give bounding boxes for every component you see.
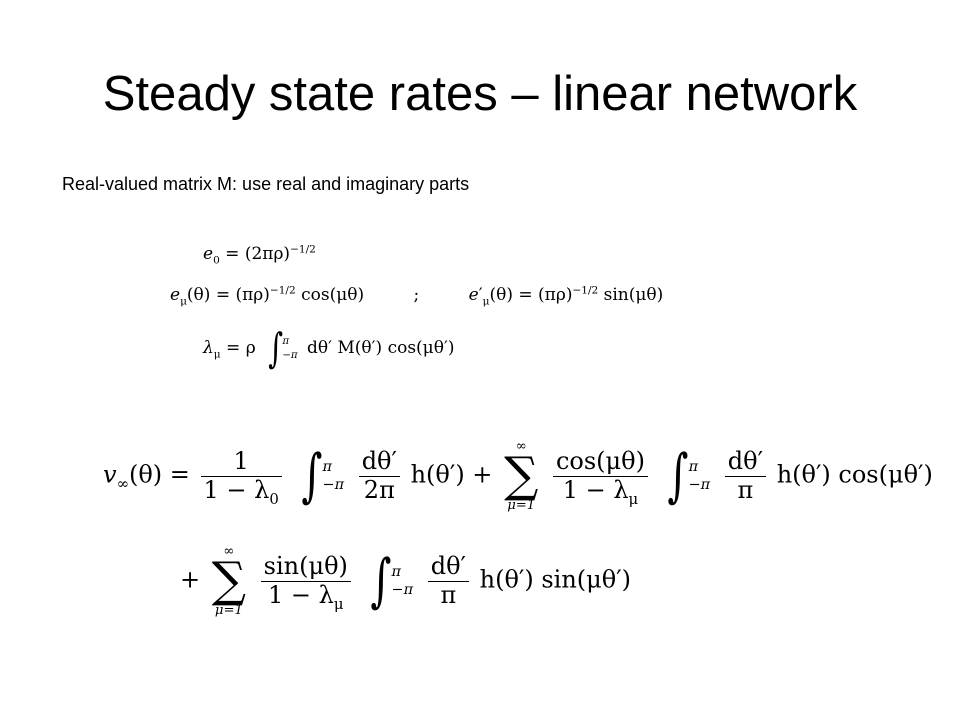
sum-symbol: ∑ xyxy=(504,447,539,504)
v1-frac3: cos(μθ)1 − λμ xyxy=(552,447,648,508)
v1-frac4-den: π xyxy=(737,475,754,504)
lambda-lhs-sub: μ xyxy=(213,348,221,361)
v1-frac1-den: 1 − λ xyxy=(203,475,270,504)
v2-sum: ∞∑μ=1 xyxy=(212,545,246,617)
v1-int2-upper: π xyxy=(688,458,699,475)
equation-v-line2: + ∞∑μ=1 sin(μθ)1 − λμ ∫π−π dθ′π h(θ′) si… xyxy=(180,545,631,617)
emu-separator: ; xyxy=(413,285,420,305)
v1-frac1-num: 1 xyxy=(200,447,282,477)
v2-frac1-num: sin(μθ) xyxy=(260,552,351,582)
v2-frac1-den-sub: μ xyxy=(333,594,344,613)
v1-frac3-num: cos(μθ) xyxy=(552,447,648,477)
emu-right-sub: μ xyxy=(482,295,490,308)
emu-right-prime: ′ xyxy=(478,285,483,305)
integral-symbol: ∫ xyxy=(370,547,392,615)
v1-int2-lower: −π xyxy=(688,477,711,494)
lambda-eq: = ρ xyxy=(226,337,256,358)
v1-frac4-num: dθ′ xyxy=(724,447,767,477)
v2-int-lower: −π xyxy=(391,582,414,599)
v1-int1-lower: −π xyxy=(322,477,345,494)
e0-rhs: = (2πρ) xyxy=(225,244,291,264)
emu-right-exp: −1/2 xyxy=(572,284,599,297)
v2-frac1: sin(μθ)1 − λμ xyxy=(260,552,351,613)
v2-integral: ∫π −π xyxy=(366,547,414,615)
v2-frac2-den: π xyxy=(440,580,457,609)
lambda-integral: ∫π−π xyxy=(265,324,298,372)
equation-emu: eμ(θ) = (πρ)−1/2 cos(μθ) ; e′μ(θ) = (πρ)… xyxy=(170,284,664,308)
v2-frac2-num: dθ′ xyxy=(427,552,469,582)
v1-integral-1: ∫π −π xyxy=(297,442,345,510)
emu-left: e xyxy=(170,285,181,305)
v2-plus: + xyxy=(180,565,201,594)
v2-int-upper: π xyxy=(391,563,402,580)
emu-left-exp: −1/2 xyxy=(269,284,296,297)
integral-symbol: ∫ xyxy=(667,442,689,510)
v1-lhs-arg: (θ) = xyxy=(128,460,190,489)
v1-frac2-den: 2π xyxy=(363,475,395,504)
lambda-int-lower: −π xyxy=(282,349,298,361)
v2-tail: h(θ′) sin(μθ′) xyxy=(479,565,632,594)
e0-lhs-sub: 0 xyxy=(213,254,220,267)
v1-lhs: v xyxy=(103,460,117,489)
emu-right-tail: sin(μθ) xyxy=(603,285,664,305)
slide-title: Steady state rates – linear network xyxy=(102,67,858,121)
integral-symbol: ∫ xyxy=(301,442,323,510)
equation-lambda: λμ = ρ ∫π−π dθ′ M(θ′) cos(μθ′) xyxy=(203,328,454,369)
v1-term2-tail: h(θ′) cos(μθ′) xyxy=(776,460,933,489)
emu-left-sub: μ xyxy=(180,295,187,308)
e0-rhs-exp: −1/2 xyxy=(290,243,316,256)
v1-frac4: dθ′π xyxy=(724,447,767,504)
lambda-lhs: λ xyxy=(203,337,214,358)
emu-right: e xyxy=(468,285,479,305)
v1-int1-upper: π xyxy=(322,458,332,475)
v1-term1-tail: h(θ′) + xyxy=(410,460,493,489)
v1-integral-2: ∫π −π xyxy=(663,442,711,510)
sum-symbol: ∑ xyxy=(211,552,247,609)
v2-frac2: dθ′π xyxy=(427,552,469,609)
emu-left-arg: (θ) = (πρ) xyxy=(186,285,270,305)
v1-frac1-den-sub: 0 xyxy=(269,489,279,508)
integral-symbol: ∫ xyxy=(268,324,284,372)
v1-lhs-sub: ∞ xyxy=(116,474,129,493)
emu-left-tail: cos(μθ) xyxy=(301,285,365,305)
v1-frac3-den: 1 − λ xyxy=(562,475,629,504)
v1-sum-upper: ∞ xyxy=(515,439,527,454)
v1-frac2: dθ′2π xyxy=(358,447,400,504)
emu-right-arg: (θ) = (πρ) xyxy=(489,285,573,305)
lambda-integrand: dθ′ M(θ′) cos(μθ′) xyxy=(307,337,455,358)
v1-frac3-den-sub: μ xyxy=(628,489,639,508)
slide-subtitle: Real-valued matrix M: use real and imagi… xyxy=(62,174,470,194)
v2-sum-upper: ∞ xyxy=(223,544,235,559)
e0-lhs: e xyxy=(203,244,214,264)
v2-frac1-den: 1 − λ xyxy=(268,580,334,609)
v1-sum: ∞∑μ=1 xyxy=(504,440,538,512)
lambda-int-upper: π xyxy=(282,336,290,348)
v1-sum-lower: μ=1 xyxy=(507,497,536,513)
v1-frac2-num: dθ′ xyxy=(358,447,400,477)
v2-sum-lower: μ=1 xyxy=(214,602,243,618)
equation-e0: e0 = (2πρ)−1/2 xyxy=(203,243,316,267)
